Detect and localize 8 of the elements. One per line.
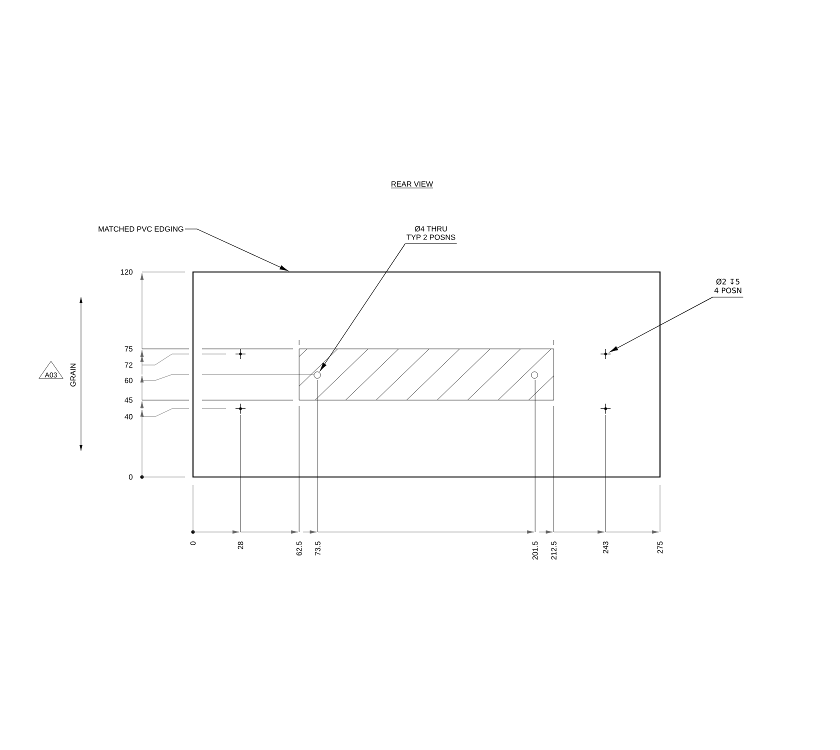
- panel-outline: [192, 271, 661, 478]
- hole-mark: [235, 348, 246, 360]
- leader-line: [320, 243, 406, 371]
- leader-line: [184, 228, 288, 271]
- hole-mark: [600, 348, 611, 360]
- hole-mark: [235, 403, 246, 414]
- hole-mark: [600, 403, 611, 414]
- leader-line: [610, 296, 714, 352]
